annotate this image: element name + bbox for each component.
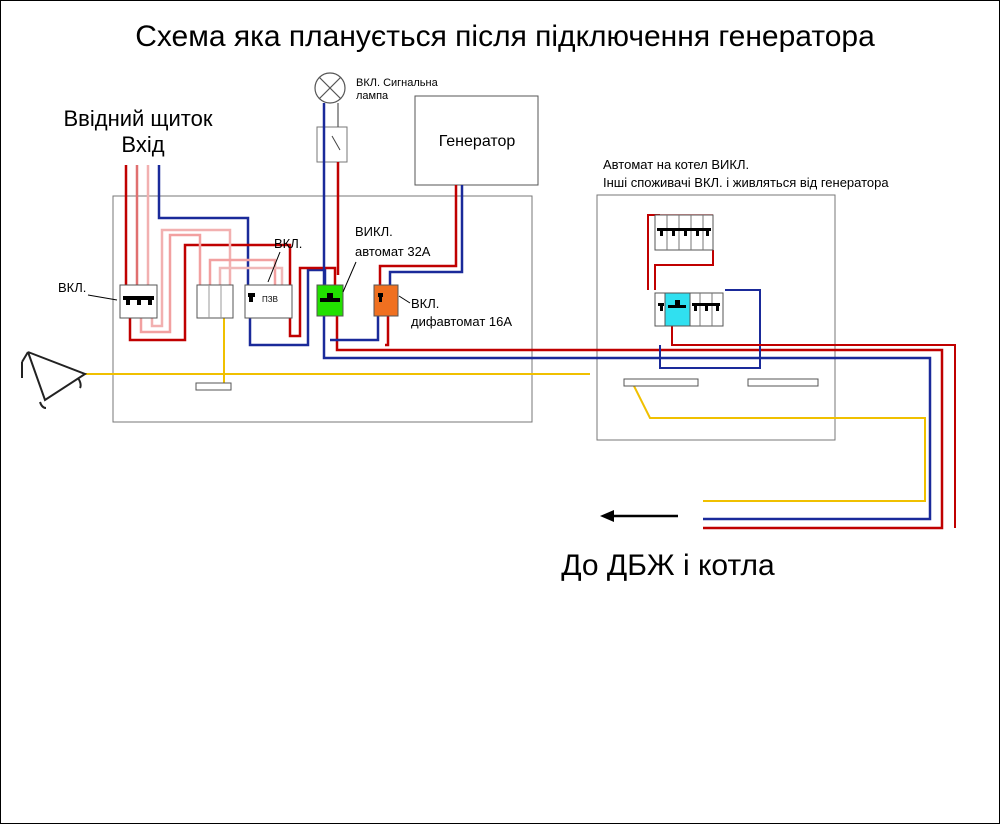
wire-output-phase <box>335 316 944 530</box>
main-panel-box <box>112 195 533 423</box>
consumer-panel-box <box>596 194 836 441</box>
input-panel-label-line1: Ввідний щиток <box>63 106 212 131</box>
wire-diff-out-phase <box>385 316 390 347</box>
wire-gen-neutral <box>388 185 464 285</box>
diff-breaker-label-line1: ВКЛ. <box>411 296 439 311</box>
rcd-arrow <box>267 251 281 283</box>
neutral-bar-right <box>747 378 819 387</box>
diagram-title: Схема яка планується після підключення г… <box>135 20 875 53</box>
wire-rp-neutral <box>659 289 761 369</box>
wire-rp-phase-out <box>671 325 956 528</box>
wires <box>85 103 956 530</box>
wire-main-pink-2 <box>150 228 232 328</box>
ground-bar-right <box>623 378 699 387</box>
diff-breaker-label-line2: дифавтомат 16А <box>411 314 512 329</box>
diff-breaker-arrow <box>398 295 411 304</box>
breaker-32a-label-line2: автомат 32А <box>355 244 431 259</box>
signal-lamp-label-line2: лампа <box>356 90 389 102</box>
destination-label: До ДБЖ і котла <box>561 549 775 582</box>
ground-out <box>632 383 926 502</box>
rcd-label: ВКЛ. <box>274 236 302 251</box>
wire-gen-phase <box>378 185 458 285</box>
wire-main-pink-1 <box>139 233 202 334</box>
signal-lamp-icon <box>314 72 346 104</box>
right-panel-breakers-top <box>654 214 714 251</box>
boiler-breaker-cyan <box>664 292 691 327</box>
distribution-block <box>196 284 234 319</box>
rcd-device <box>244 284 293 319</box>
main-breaker-label: ВКЛ. <box>58 280 86 295</box>
right-panel-note-line2: Інші споживачі ВКЛ. і живляться від гене… <box>603 175 889 190</box>
wire-output-neutral <box>322 316 932 521</box>
wire-main-to-rcd-red <box>128 243 292 342</box>
generator-label: Генератор <box>439 133 516 150</box>
wire-rcd-pink <box>208 258 277 285</box>
generator-box <box>414 95 539 186</box>
ground-bar-main <box>195 382 232 391</box>
right-panel-note-line1: Автомат на котел ВИКЛ. <box>603 157 749 172</box>
breaker-32a-green <box>316 284 344 317</box>
wire-rp-phase-top <box>654 250 714 290</box>
main-breaker-arrow <box>87 294 118 301</box>
breaker-32a-arrow <box>342 261 357 293</box>
signal-lamp-label-line1: ВКЛ. Сигнальна <box>356 77 439 89</box>
wire-diff-out-neutral <box>330 316 380 342</box>
input-panel-label-line2: Вхід <box>121 132 164 157</box>
wire-rcd-phase <box>288 266 337 338</box>
rcd-device-label: ПЗВ <box>262 295 278 304</box>
diff-breaker-16a-orange <box>373 284 399 317</box>
lamp-switch-icon <box>316 126 348 163</box>
main-breaker <box>119 284 158 319</box>
right-panel-breakers-bottom <box>654 292 724 327</box>
grounding-electrode-icon <box>21 351 88 409</box>
breaker-32a-label-line1: ВИКЛ. <box>355 224 393 239</box>
wire-rcd-pink-2 <box>218 266 284 285</box>
input-neutral-wire <box>157 165 250 285</box>
destination-arrow <box>600 510 678 522</box>
